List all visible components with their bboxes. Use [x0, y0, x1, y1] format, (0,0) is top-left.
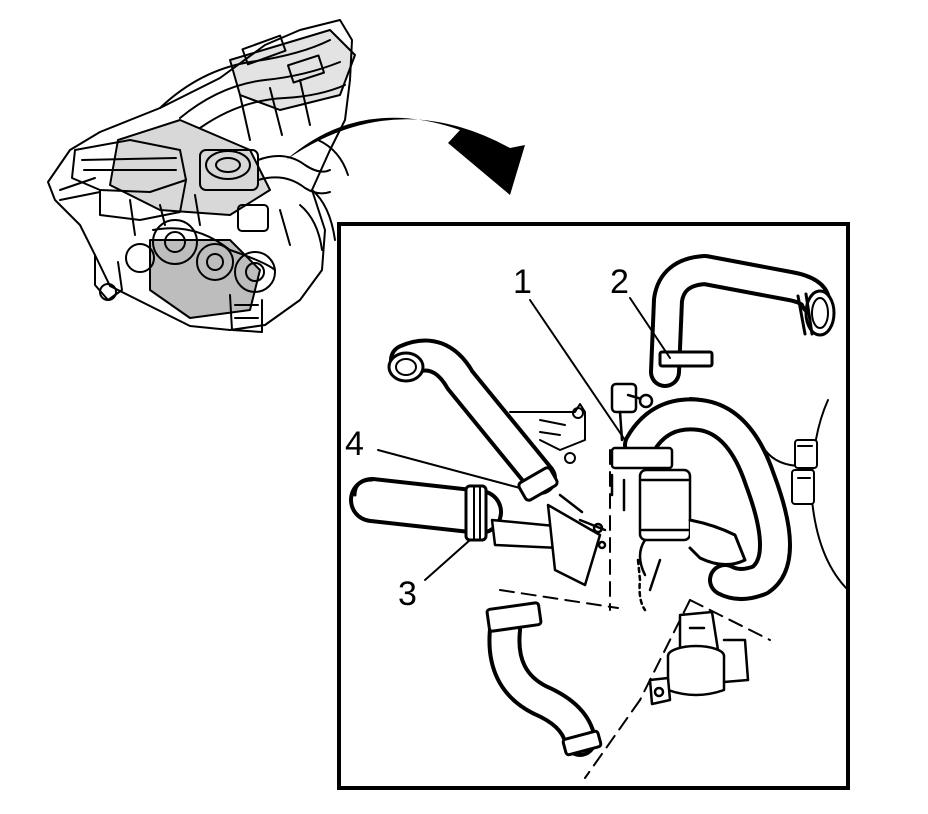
coolant-hose-2 [649, 254, 836, 388]
alignment-lines [499, 449, 771, 779]
coolant-hose-lower [485, 601, 603, 757]
sensor-connector [791, 439, 818, 505]
callout-2: 2 [610, 263, 629, 301]
callout-1: 1 [513, 263, 532, 301]
coolant-valve-assembly [610, 382, 747, 612]
detail-illustration [349, 254, 849, 779]
mounting-bracket [509, 403, 586, 464]
callout-3: 3 [398, 575, 417, 613]
auxiliary-coolant-pump [648, 610, 750, 706]
engine-overview-illustration [47, 19, 356, 333]
coolant-outlet-pipe [490, 493, 607, 587]
callout-4: 4 [345, 425, 364, 463]
curved-arrow-icon [286, 117, 525, 195]
leader-lines [377, 297, 671, 581]
coolant-hose-3 [349, 477, 503, 542]
coolant-hose-4 [387, 338, 559, 502]
coolant-hose-right [623, 397, 792, 601]
